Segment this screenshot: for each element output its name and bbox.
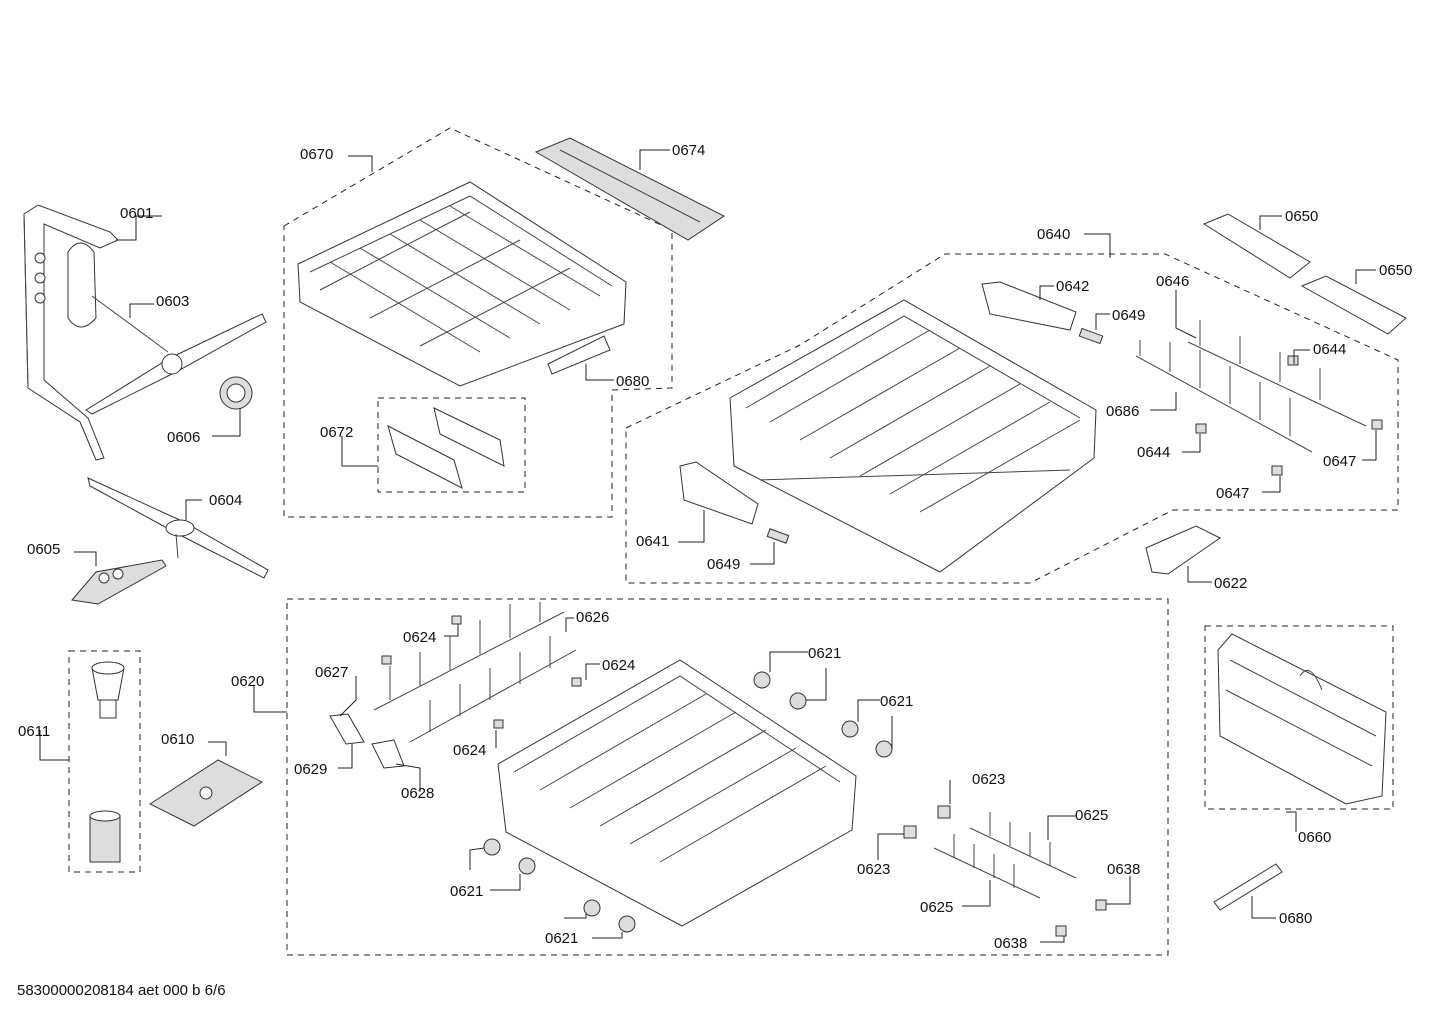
part-label: 0621 xyxy=(450,883,483,900)
part-label: 0624 xyxy=(602,657,635,674)
part-label: 0603 xyxy=(156,293,189,310)
upper-rack-part xyxy=(297,181,627,387)
part-label: 0621 xyxy=(880,693,913,710)
rack-handle-cover-part xyxy=(1145,525,1221,575)
part-label: 0610 xyxy=(161,731,194,748)
part-label: 0650 xyxy=(1379,262,1412,279)
tine-row-part xyxy=(1135,320,1367,453)
part-label: 0674 xyxy=(672,142,705,159)
document-id: 58300000208184 aet 000 b 6/6 xyxy=(17,982,226,999)
part-label: 0625 xyxy=(920,899,953,916)
leader-lines xyxy=(39,149,1377,943)
rack-rail-subgroup-outline xyxy=(377,397,526,493)
spray-tube-part xyxy=(23,204,119,461)
rack-cap-part xyxy=(766,327,1104,544)
part-label: 0644 xyxy=(1313,341,1346,358)
middle-rack-part xyxy=(729,299,1097,573)
part-label: 0680 xyxy=(1279,910,1312,927)
part-label: 0605 xyxy=(27,541,60,558)
spray-nozzle-part xyxy=(219,376,253,410)
cutlery-basket-group-outline xyxy=(1204,625,1394,810)
part-label: 0625 xyxy=(1075,807,1108,824)
spray-arm-cover-part xyxy=(71,559,167,605)
part-label: 0621 xyxy=(808,645,841,662)
spike-row-part xyxy=(1202,213,1407,335)
upper-spray-arm-part xyxy=(67,242,267,415)
middle-rack-group-outline xyxy=(625,253,1399,584)
rack-holder-part xyxy=(329,713,405,769)
part-label: 0642 xyxy=(1056,278,1089,295)
part-label: 0638 xyxy=(1107,861,1140,878)
rack-adjuster-left-part xyxy=(679,461,759,525)
part-label: 0620 xyxy=(231,673,264,690)
part-label: 0628 xyxy=(401,785,434,802)
part-label: 0649 xyxy=(1112,307,1145,324)
part-label: 0641 xyxy=(636,533,669,550)
wheel-part xyxy=(483,671,893,933)
upper-rack-group-outline xyxy=(283,127,673,518)
part-label: 0604 xyxy=(209,492,242,509)
part-label: 0626 xyxy=(576,609,609,626)
part-label: 0638 xyxy=(994,935,1027,952)
folding-tine-part xyxy=(933,812,1077,899)
rack-adjuster-right-part xyxy=(981,281,1077,331)
part-label: 0623 xyxy=(972,771,1005,788)
fine-filter-part xyxy=(91,661,125,719)
part-label: 0672 xyxy=(320,424,353,441)
part-label: 0680 xyxy=(616,373,649,390)
part-label: 0647 xyxy=(1323,453,1356,470)
rack-rail-part xyxy=(387,407,505,489)
cutlery-tray-part xyxy=(534,137,725,241)
part-label: 0624 xyxy=(453,742,486,759)
micro-filter-part xyxy=(89,810,121,863)
lower-spray-arm-part xyxy=(87,477,269,579)
lower-rack-part xyxy=(497,659,857,927)
tine-rows-lower-part xyxy=(373,602,577,743)
tine-holder-part xyxy=(903,805,1107,937)
part-label: 0646 xyxy=(1156,273,1189,290)
clip-part xyxy=(1195,355,1383,476)
part-label: 0601 xyxy=(120,205,153,222)
part-label: 0611 xyxy=(18,723,50,740)
part-label: 0621 xyxy=(545,930,578,947)
part-label: 0670 xyxy=(300,146,333,163)
part-label: 0627 xyxy=(315,664,348,681)
part-label: 0660 xyxy=(1298,829,1331,846)
filter-group-outline xyxy=(68,650,141,873)
part-label: 0650 xyxy=(1285,208,1318,225)
part-label: 0640 xyxy=(1037,226,1070,243)
flat-filter-part xyxy=(148,759,264,827)
part-label: 0623 xyxy=(857,861,890,878)
part-label: 0644 xyxy=(1137,444,1170,461)
part-label: 0624 xyxy=(403,629,436,646)
part-label: 0606 xyxy=(167,429,200,446)
clip-lower-part xyxy=(381,615,582,729)
part-label: 0629 xyxy=(294,761,327,778)
part-label: 0622 xyxy=(1214,575,1247,592)
part-label: 0649 xyxy=(707,556,740,573)
handle-part xyxy=(1213,863,1283,911)
lower-rack-group-outline xyxy=(286,598,1169,956)
cutlery-basket-part xyxy=(1217,633,1387,805)
part-label: 0686 xyxy=(1106,403,1139,420)
rack-handle-part xyxy=(547,335,611,375)
part-label: 0647 xyxy=(1216,485,1249,502)
